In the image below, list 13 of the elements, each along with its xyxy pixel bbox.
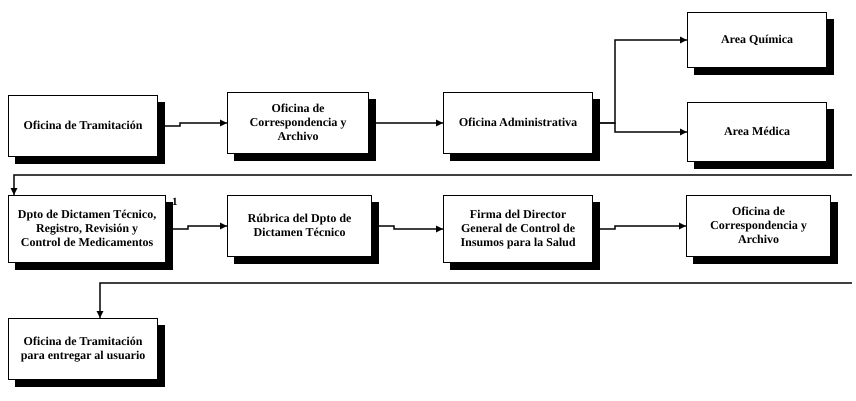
box-label: Oficina de Tramitación para entregar al usuario	[20, 335, 146, 363]
step-number: 1	[172, 196, 178, 208]
box-label: Oficina Administrativa	[458, 116, 578, 130]
box-label: Dpto de Dictamen Técnico, Registro, Revisión y Control de Medicamentos	[16, 208, 158, 250]
box-label: Area Química	[720, 33, 794, 47]
box-label: Oficina de Tramitación	[24, 119, 142, 133]
arrow	[10, 174, 852, 195]
box-label: Firma del Director General de Control de Insumos para la Salud	[459, 208, 577, 250]
box-label: Oficina de Correspondencia y Archivo	[709, 205, 808, 247]
box-label: Oficina de Correspondencia y Archivo	[248, 102, 348, 144]
box-label: Rúbrica del Dpto de Dictamen Técnico	[246, 212, 352, 240]
arrow	[96, 282, 852, 318]
box-label: Area Médica	[724, 125, 790, 139]
